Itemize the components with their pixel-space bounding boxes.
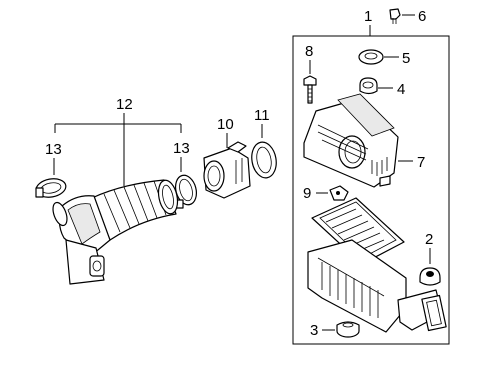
hose-clamp-left-part xyxy=(35,178,67,198)
callout-12: 12 xyxy=(116,96,133,113)
air-filter-housing-part xyxy=(307,197,447,333)
callout-10: 10 xyxy=(217,116,234,133)
callout-5: 5 xyxy=(402,50,410,67)
callout-11: 11 xyxy=(254,107,270,124)
air-cleaner-cover-part xyxy=(303,93,399,188)
lower-grommet-part xyxy=(336,321,360,338)
assembly-frame xyxy=(292,35,450,345)
seal-ring-part xyxy=(251,141,277,179)
screw-part xyxy=(389,8,401,24)
clip-part xyxy=(329,185,349,201)
bolt-part xyxy=(303,75,317,104)
grommet-part xyxy=(358,49,384,65)
callout-9: 9 xyxy=(303,185,311,202)
callout-7: 7 xyxy=(417,154,425,171)
callout-8: 8 xyxy=(305,43,313,60)
callout-1: 1 xyxy=(364,8,372,25)
callout-6: 6 xyxy=(418,8,426,25)
mass-air-flow-sensor-part xyxy=(203,141,251,199)
intake-duct-part xyxy=(52,179,179,285)
callout-4: 4 xyxy=(397,81,405,98)
callout-13-right: 13 xyxy=(173,140,190,157)
callout-2: 2 xyxy=(425,231,433,248)
mount-grommet-part xyxy=(419,267,441,286)
callout-3: 3 xyxy=(310,322,318,339)
callout-13-left: 13 xyxy=(45,141,62,158)
insulator-part xyxy=(359,77,378,95)
